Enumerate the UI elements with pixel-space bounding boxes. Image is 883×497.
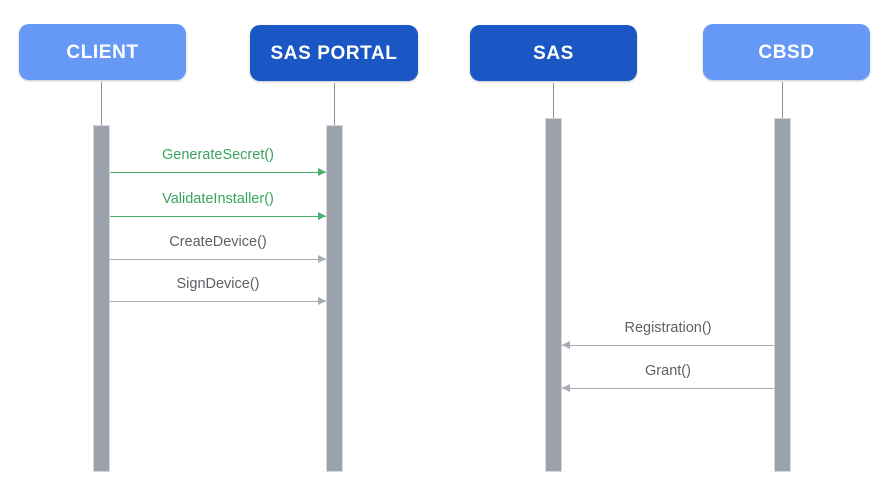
message-label-sign-device: SignDevice() [176, 276, 260, 293]
arrowhead-right-sign-device [318, 296, 326, 305]
actor-label-sas: SAS [533, 42, 574, 64]
message-label-grant: Grant() [645, 363, 691, 380]
actor-box-sas-portal[interactable]: SAS PORTAL [250, 25, 418, 81]
actor-box-cbsd[interactable]: CBSD [703, 24, 870, 80]
message-line-generate-secret [110, 172, 326, 173]
activation-bar-sas-portal [326, 125, 343, 472]
message-line-create-device [110, 259, 326, 260]
arrowhead-left-grant [562, 383, 570, 392]
message-line-grant [562, 388, 774, 389]
activation-bar-client [93, 125, 110, 472]
actor-box-client[interactable]: CLIENT [19, 24, 186, 80]
message-label-create-device: CreateDevice() [169, 234, 267, 251]
lifeline-cbsd [782, 82, 783, 118]
arrowhead-right-generate-secret [318, 167, 326, 176]
lifeline-client [101, 82, 102, 125]
message-line-sign-device [110, 301, 326, 302]
lifeline-sas [553, 83, 554, 118]
arrowhead-right-validate-installer [318, 211, 326, 220]
actor-label-sas-portal: SAS PORTAL [270, 42, 398, 64]
message-label-generate-secret: GenerateSecret() [161, 147, 275, 164]
message-label-registration: Registration() [624, 320, 712, 337]
arrowhead-left-registration [562, 340, 570, 349]
message-line-registration [562, 345, 774, 346]
actor-label-client: CLIENT [66, 41, 139, 63]
message-line-validate-installer [110, 216, 326, 217]
activation-bar-sas [545, 118, 562, 472]
actor-box-sas[interactable]: SAS [470, 25, 637, 81]
activation-bar-cbsd [774, 118, 791, 472]
lifeline-sas-portal [334, 83, 335, 125]
actor-label-cbsd: CBSD [758, 41, 815, 63]
message-label-validate-installer: ValidateInstaller() [162, 191, 274, 208]
arrowhead-right-create-device [318, 254, 326, 263]
